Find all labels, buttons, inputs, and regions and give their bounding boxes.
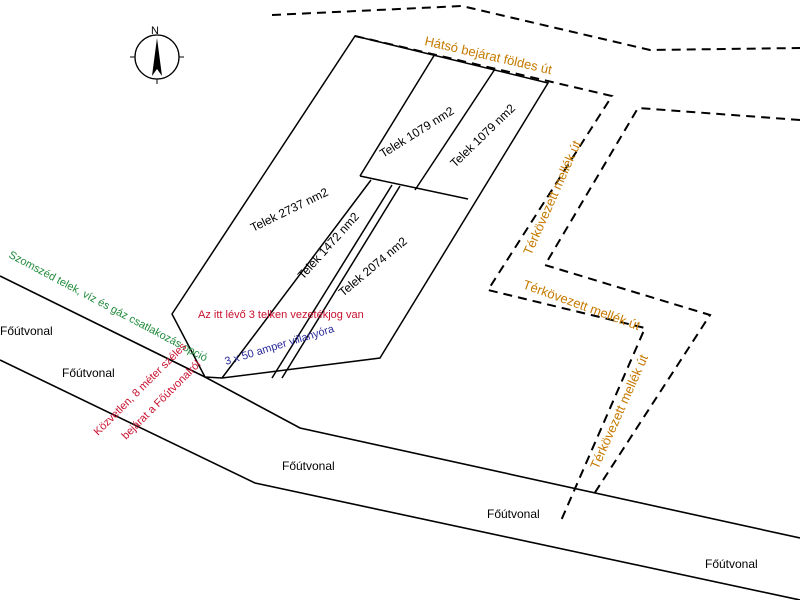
plot-outline — [171, 35, 550, 379]
main-road-label: Főútvonal — [62, 366, 115, 380]
plot-divider — [271, 184, 393, 379]
easement-note: Az itt lévő 3 telken vezetékjog van — [198, 309, 364, 321]
main-road-label: Főútvonal — [0, 324, 53, 338]
side-road-right-edge — [543, 106, 800, 495]
side-road-label: Térkövezett mellék út — [520, 138, 584, 257]
side-road-label: Térkövezett mellék út — [521, 277, 643, 333]
plot-label: Telek 2737 nm2 — [248, 185, 331, 235]
plot-divider — [359, 53, 436, 177]
plot-label: Telek 1472 nm2 — [295, 209, 362, 282]
plot-divider — [221, 179, 372, 379]
compass-needle — [152, 38, 162, 76]
plot-label: Telek 1079 nm2 — [377, 104, 457, 161]
power-note: 3 x 50 amper villanyóra — [223, 323, 336, 368]
plot-label: Telek 2074 nm2 — [336, 234, 410, 299]
side-roads — [271, 4, 800, 524]
main-road-label: Főútvonal — [705, 557, 758, 571]
main-road-label: Főútvonal — [487, 507, 540, 521]
compass-icon: N — [130, 25, 184, 84]
back-road-upper-edge — [271, 4, 800, 52]
plot-divider — [359, 175, 469, 200]
main-road — [0, 275, 800, 600]
main-road-upper-edge — [0, 275, 800, 539]
compass-north-label: N — [151, 25, 159, 37]
main-road-label: Főútvonal — [282, 459, 335, 473]
plot-divider — [281, 185, 401, 379]
plot-divider — [414, 68, 496, 191]
plots — [171, 35, 550, 379]
back-entrance-label: Hátsó bejárat földes út — [423, 33, 553, 77]
side-road-label: Térkövezett mellék út — [587, 352, 651, 471]
main-road-lower-edge — [0, 359, 800, 600]
side-road-left-edge — [354, 35, 647, 524]
plot-label: Telek 1079 nm2 — [447, 101, 518, 170]
